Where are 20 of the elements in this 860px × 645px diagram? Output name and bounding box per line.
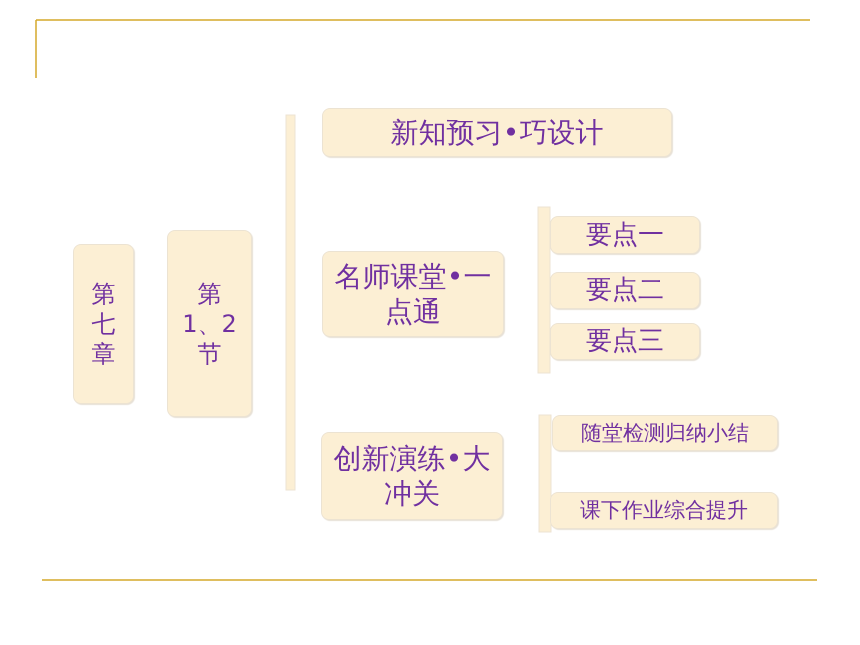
topic-box [552,415,778,451]
vertical-label-box [167,230,252,417]
topic-box [550,216,700,254]
box-label: 第七章 [90,279,116,369]
box-label: 要点三 [586,325,664,358]
box-label: 要点一 [586,218,664,252]
box-label: 课下作业综合提升 [580,497,748,524]
section-box [321,432,503,520]
box-label: 名师课堂•一点通 [334,259,492,329]
box-label: 第1、2节 [182,278,238,368]
topic-box [550,492,778,529]
section-box [322,108,672,157]
box-label: 要点二 [586,274,664,307]
vertical-label-box [73,244,134,404]
section-box [322,251,504,337]
topic-box [550,323,700,360]
box-label: 创新演练•大冲关 [332,441,492,511]
box-label: 随堂检测归纳小结 [581,420,749,446]
box-label: 新知预习•巧设计 [390,115,604,150]
topic-box [550,272,700,309]
